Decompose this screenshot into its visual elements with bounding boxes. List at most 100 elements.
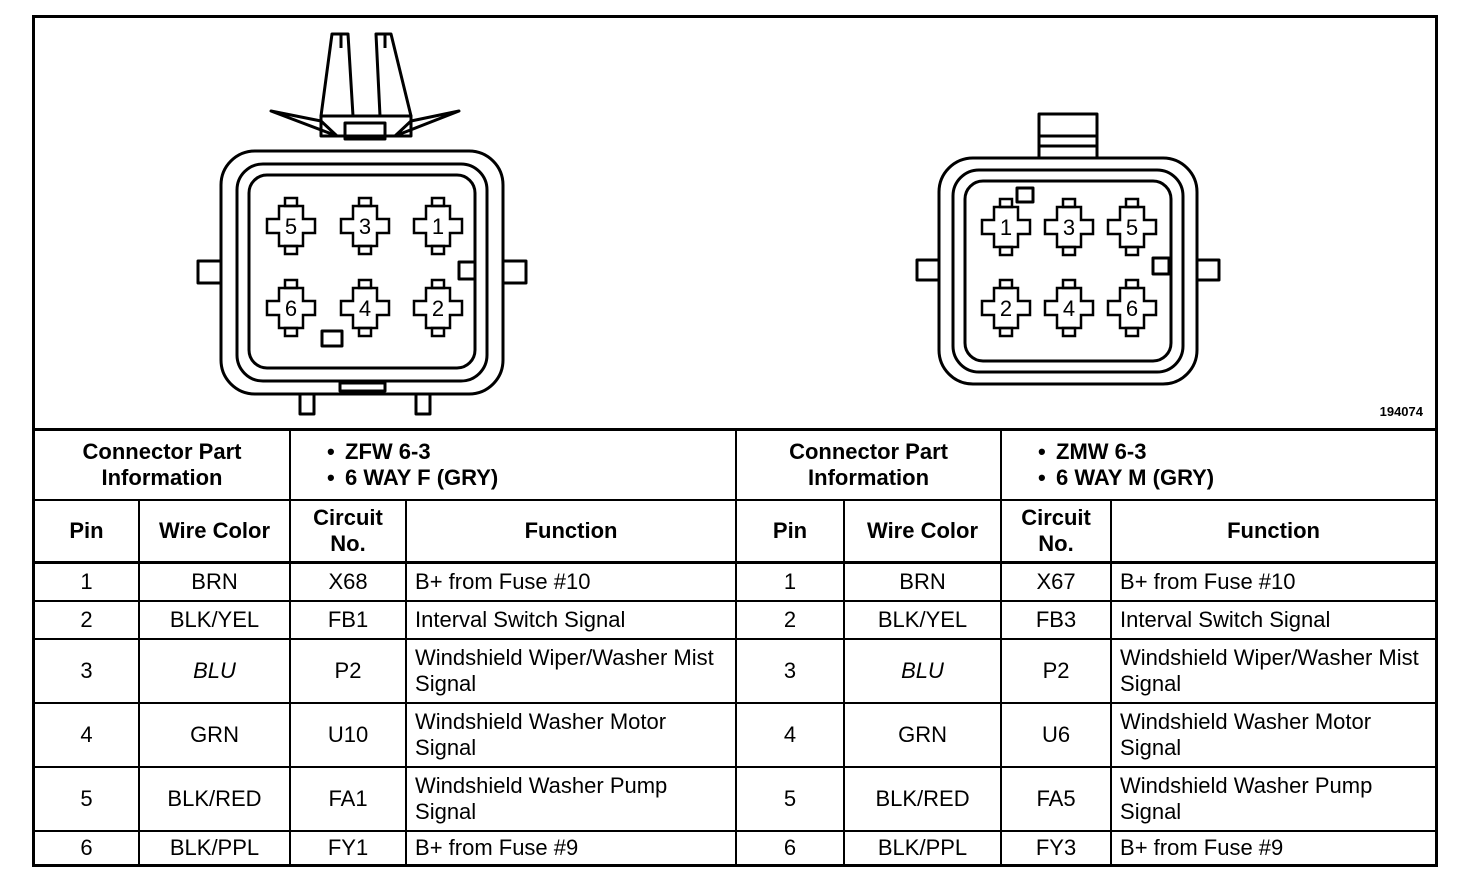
left-circuit-cell: P2 bbox=[289, 637, 408, 704]
pin-number-label: 6 bbox=[285, 296, 297, 321]
right-wire-color-cell: BLK/RED bbox=[843, 765, 1003, 832]
pin-terminal-tab bbox=[283, 326, 299, 338]
pin-cavity bbox=[980, 286, 1032, 330]
right-part-info: •ZMW 6-3 •6 WAY M (GRY) bbox=[1000, 428, 1436, 501]
left-part-info: •ZFW 6-3 •6 WAY F (GRY) bbox=[289, 428, 738, 501]
pin-number-label: 4 bbox=[1063, 296, 1075, 321]
pin-terminal-tab bbox=[357, 196, 373, 208]
left-circuit-cell: FY1 bbox=[289, 829, 408, 865]
pin-cavity bbox=[412, 286, 464, 330]
left-function-header: Function bbox=[405, 498, 738, 563]
pin-terminal-tab bbox=[357, 278, 373, 290]
left-function-cell: Windshield Wiper/Washer Mist Signal bbox=[405, 637, 738, 704]
pin-cavity bbox=[339, 204, 391, 248]
left-part-info-label: Connector Part Information bbox=[35, 428, 292, 501]
pin-cavity bbox=[1106, 286, 1158, 330]
pin-number-label: 5 bbox=[1126, 215, 1138, 240]
right-circuit-cell: FY3 bbox=[1000, 829, 1113, 865]
right-pin-cell: 3 bbox=[735, 637, 846, 704]
pin-terminal-tab bbox=[357, 244, 373, 256]
pin-cavity bbox=[265, 286, 317, 330]
left-wire-color-cell: BLK/RED bbox=[137, 765, 292, 832]
right-pin-cell: 1 bbox=[735, 561, 846, 602]
left-connector-outline bbox=[196, 32, 528, 416]
pin-number-label: 4 bbox=[359, 296, 371, 321]
pin-terminal-tab bbox=[430, 244, 446, 256]
pin-terminal-tab bbox=[283, 278, 299, 290]
right-pin-cell: 2 bbox=[735, 599, 846, 640]
left-wire-color-header: Wire Color bbox=[137, 498, 292, 563]
pin-terminal-tab bbox=[430, 326, 446, 338]
pin-number-label: 6 bbox=[1126, 296, 1138, 321]
right-function-cell: Windshield Wiper/Washer Mist Signal bbox=[1110, 637, 1436, 704]
right-wire-color-cell: BRN bbox=[843, 561, 1003, 602]
right-wire-color-cell: BLU bbox=[843, 637, 1003, 704]
left-wire-color-cell: BLU bbox=[137, 637, 292, 704]
right-connector-outline bbox=[915, 112, 1221, 386]
left-part-number: ZFW 6-3 bbox=[345, 438, 431, 464]
pin-terminal-tab bbox=[283, 196, 299, 208]
pin-terminal-tab bbox=[430, 278, 446, 290]
left-pin-cell: 5 bbox=[35, 765, 140, 832]
pin-terminal-tab bbox=[1124, 326, 1140, 338]
right-pin-cell: 5 bbox=[735, 765, 846, 832]
right-pin-cell: 6 bbox=[735, 829, 846, 865]
pin-cavity bbox=[1043, 205, 1095, 249]
pin-number-label: 3 bbox=[1063, 215, 1075, 240]
left-wire-color-cell: BLK/PPL bbox=[137, 829, 292, 865]
pin-terminal-tab bbox=[1061, 197, 1077, 209]
right-wire-color-cell: BLK/YEL bbox=[843, 599, 1003, 640]
left-circuit-cell: U10 bbox=[289, 701, 408, 768]
pin-number-label: 5 bbox=[285, 214, 297, 239]
left-wire-color-cell: BRN bbox=[137, 561, 292, 602]
right-circuit-cell: X67 bbox=[1000, 561, 1113, 602]
right-circuit-cell: U6 bbox=[1000, 701, 1113, 768]
pin-terminal-tab bbox=[283, 244, 299, 256]
pin-terminal-tab bbox=[1124, 245, 1140, 257]
pin-cavity bbox=[412, 204, 464, 248]
pin-number-label: 2 bbox=[1000, 296, 1012, 321]
pin-cavity bbox=[265, 204, 317, 248]
left-function-cell: B+ from Fuse #9 bbox=[405, 829, 738, 865]
pin-cavities bbox=[265, 196, 1158, 338]
left-function-cell: Windshield Washer Motor Signal bbox=[405, 701, 738, 768]
right-function-cell: Windshield Washer Pump Signal bbox=[1110, 765, 1436, 832]
right-part-info-label: Connector Part Information bbox=[735, 428, 1003, 501]
figure-id: 194074 bbox=[1379, 404, 1423, 419]
right-circuit-cell: FB3 bbox=[1000, 599, 1113, 640]
left-circuit-cell: FA1 bbox=[289, 765, 408, 832]
left-pin-cell: 2 bbox=[35, 599, 140, 640]
left-wire-color-cell: GRN bbox=[137, 701, 292, 768]
pin-cavity bbox=[1106, 205, 1158, 249]
right-pin-header: Pin bbox=[735, 498, 846, 563]
left-part-description: 6 WAY F (GRY) bbox=[345, 464, 499, 490]
pin-terminal-tab bbox=[998, 245, 1014, 257]
pin-cavity bbox=[1043, 286, 1095, 330]
right-wire-color-cell: GRN bbox=[843, 701, 1003, 768]
pin-terminal-tab bbox=[1061, 245, 1077, 257]
left-pin-header: Pin bbox=[35, 498, 140, 563]
right-function-header: Function bbox=[1110, 498, 1436, 563]
pin-number-label: 1 bbox=[432, 214, 444, 239]
left-circuit-cell: FB1 bbox=[289, 599, 408, 640]
right-function-cell: B+ from Fuse #9 bbox=[1110, 829, 1436, 865]
right-circuit-cell: FA5 bbox=[1000, 765, 1113, 832]
pin-cavity bbox=[980, 205, 1032, 249]
left-circuit-cell: X68 bbox=[289, 561, 408, 602]
pin-terminal-tab bbox=[998, 278, 1014, 290]
column-header-row: Pin Wire Color Circuit No. Function Pin … bbox=[35, 498, 1436, 563]
right-circuit-header: Circuit No. bbox=[1000, 498, 1113, 563]
left-pin-cell: 4 bbox=[35, 701, 140, 768]
right-circuit-cell: P2 bbox=[1000, 637, 1113, 704]
part-info-row: Connector Part Information •ZFW 6-3 •6 W… bbox=[35, 428, 1436, 501]
